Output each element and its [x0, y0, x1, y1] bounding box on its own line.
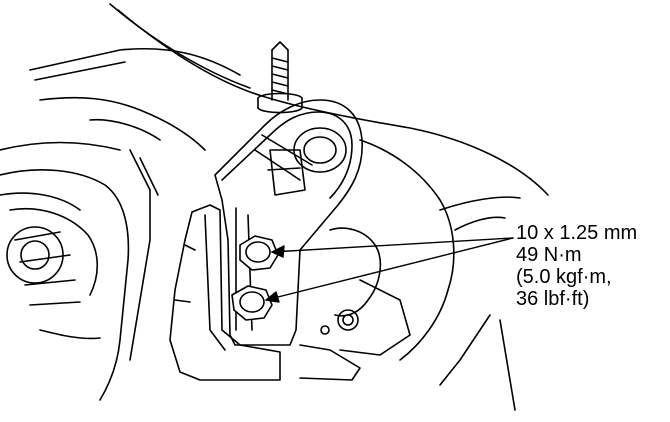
torque-lbfft-label: 36 lbf·ft)	[516, 288, 590, 310]
torque-kgfm-label: (5.0 kgf·m,	[516, 266, 612, 288]
mounting-bolts	[231, 235, 279, 321]
lower-structure	[0, 149, 159, 401]
leader-line-upper	[271, 237, 514, 253]
stud-bolt	[257, 41, 303, 114]
leader-lines	[265, 237, 514, 303]
torque-nm-label: 49 N·m	[516, 244, 582, 266]
upper-bolt	[239, 235, 279, 271]
leader-line-lower	[265, 237, 514, 301]
bracket-plate	[169, 204, 281, 381]
transmission-casting	[299, 196, 521, 411]
arrowhead-lower	[265, 291, 280, 303]
lower-bolt	[231, 285, 273, 321]
bolt-size-label: 10 x 1.25 mm	[516, 222, 638, 244]
torque-callout: 10 x 1.25 mm 49 N·m (5.0 kgf·m, 36 lbf·f…	[516, 222, 637, 310]
mount-bracket	[214, 99, 363, 346]
arrowhead-upper	[271, 245, 285, 258]
